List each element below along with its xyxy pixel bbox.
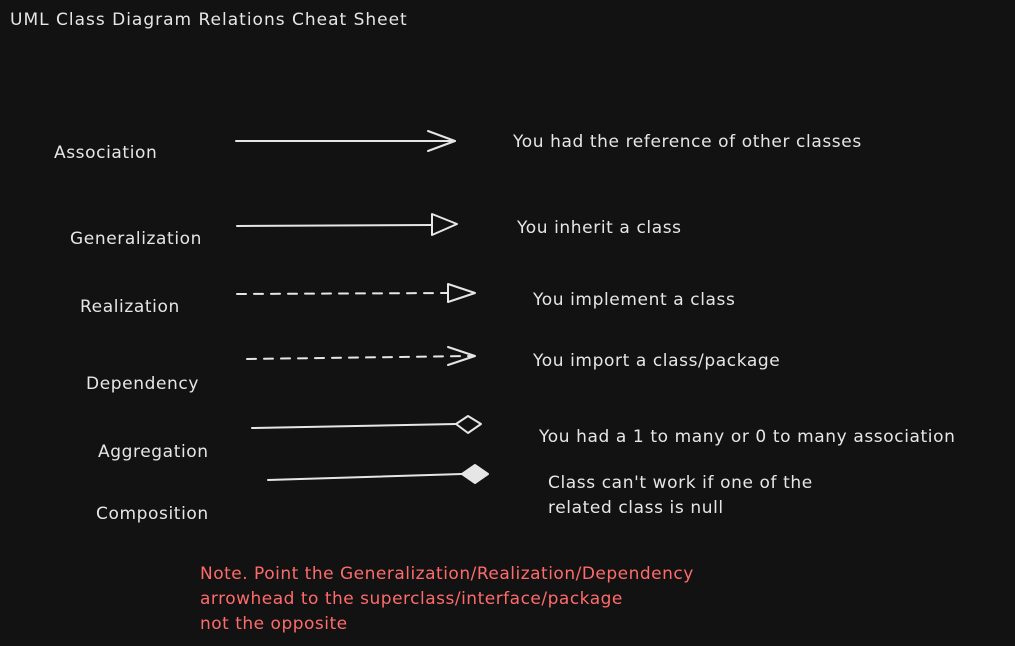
composition-label: Composition [96, 504, 209, 524]
composition-description: Class can't work if one of the related c… [548, 473, 813, 518]
note-line-3: not the opposite [200, 614, 348, 634]
aggregation-description: You had a 1 to many or 0 to many associa… [539, 427, 956, 447]
dependency-label: Dependency [86, 374, 200, 394]
generalization-arrow-icon [236, 213, 458, 236]
note-line-2: arrowhead to the superclass/interface/pa… [200, 589, 623, 609]
association-label: Association [54, 143, 158, 163]
realization-description: You implement a class [533, 290, 736, 310]
dependency-arrow-icon [246, 346, 476, 366]
association-arrow-icon [235, 130, 456, 152]
realization-label: Realization [80, 297, 180, 317]
page-title: UML Class Diagram Relations Cheat Sheet [10, 10, 408, 30]
aggregation-arrow-icon [251, 415, 482, 434]
direction-note: Note. Point the Generalization/Realizati… [200, 562, 694, 637]
aggregation-label: Aggregation [98, 442, 209, 462]
dependency-description: You import a class/package [533, 351, 781, 371]
composition-arrow-icon [267, 464, 489, 484]
generalization-label: Generalization [70, 229, 203, 249]
realization-arrow-icon [236, 283, 476, 303]
generalization-description: You inherit a class [517, 218, 682, 238]
association-description: You had the reference of other classes [513, 132, 862, 152]
note-line-1: Note. Point the Generalization/Realizati… [200, 564, 694, 584]
